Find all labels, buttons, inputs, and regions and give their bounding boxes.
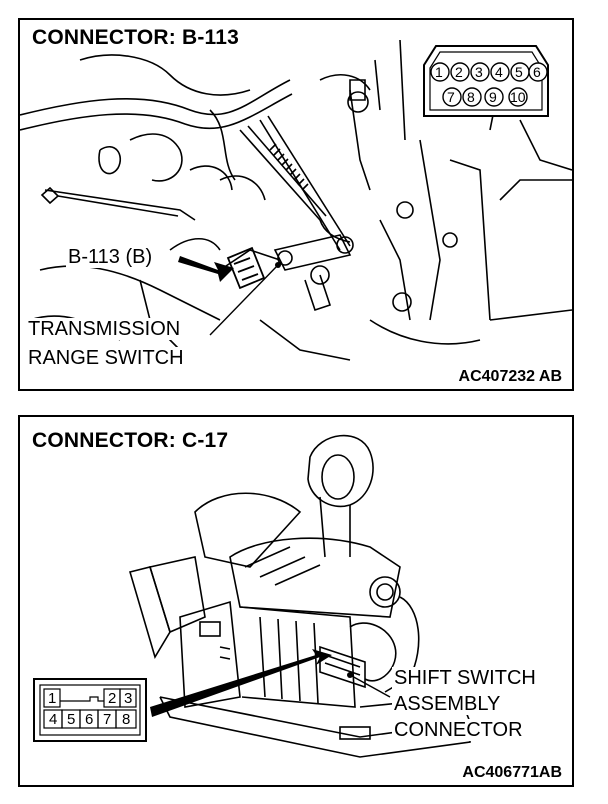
pin-6: 6 xyxy=(533,64,541,80)
component-label-line1: SHIFT SWITCH xyxy=(392,667,538,689)
pin-4: 4 xyxy=(495,64,503,80)
connector-pointer-arrow xyxy=(150,649,332,717)
c17-pin-1: 1 xyxy=(48,690,57,707)
component-label-line2: ASSEMBLY xyxy=(392,693,503,715)
pin-9: 9 xyxy=(489,89,497,105)
panel-title: CONNECTOR: B-113 xyxy=(28,26,244,50)
pin-1: 1 xyxy=(435,64,443,80)
c17-pin-4: 4 xyxy=(49,711,58,728)
connector-c17-panel: 1 2 3 4 5 6 7 8 CONNECTOR: C-17 SHIFT SW… xyxy=(18,415,574,787)
pin-2: 2 xyxy=(455,64,463,80)
c17-pin-2: 2 xyxy=(108,690,117,707)
connector-b113-panel: 1 2 3 4 5 6 7 8 9 10 CONNECTOR: B-113 B-… xyxy=(18,18,574,391)
pin-10: 10 xyxy=(510,89,526,105)
pin-5: 5 xyxy=(515,64,523,80)
component-label-line1: TRANSMISSION xyxy=(26,318,183,340)
shift-lever-illustration xyxy=(33,434,472,758)
pin-7: 7 xyxy=(447,89,455,105)
figure-code: AC406771AB xyxy=(462,764,562,781)
component-label-line2: RANGE SWITCH xyxy=(26,347,186,369)
callout-arrow xyxy=(178,256,234,282)
c17-pin-7: 7 xyxy=(103,711,112,728)
b113-pin-grid: 1 2 3 4 5 6 7 8 9 10 xyxy=(418,52,548,122)
c17-pin-5: 5 xyxy=(67,711,76,728)
connector-callout-label: B-113 (B) xyxy=(66,246,155,268)
c17-pin-8: 8 xyxy=(122,711,131,728)
pin-3: 3 xyxy=(475,64,483,80)
c17-pin-3: 3 xyxy=(124,690,133,707)
component-label-line3: CONNECTOR xyxy=(392,719,525,741)
pin-8: 8 xyxy=(467,89,475,105)
b113-pin-circles xyxy=(430,62,548,107)
c17-pin-6: 6 xyxy=(85,711,94,728)
figure-code: AC407232 AB xyxy=(458,368,562,385)
panel-title: CONNECTOR: C-17 xyxy=(28,429,233,453)
